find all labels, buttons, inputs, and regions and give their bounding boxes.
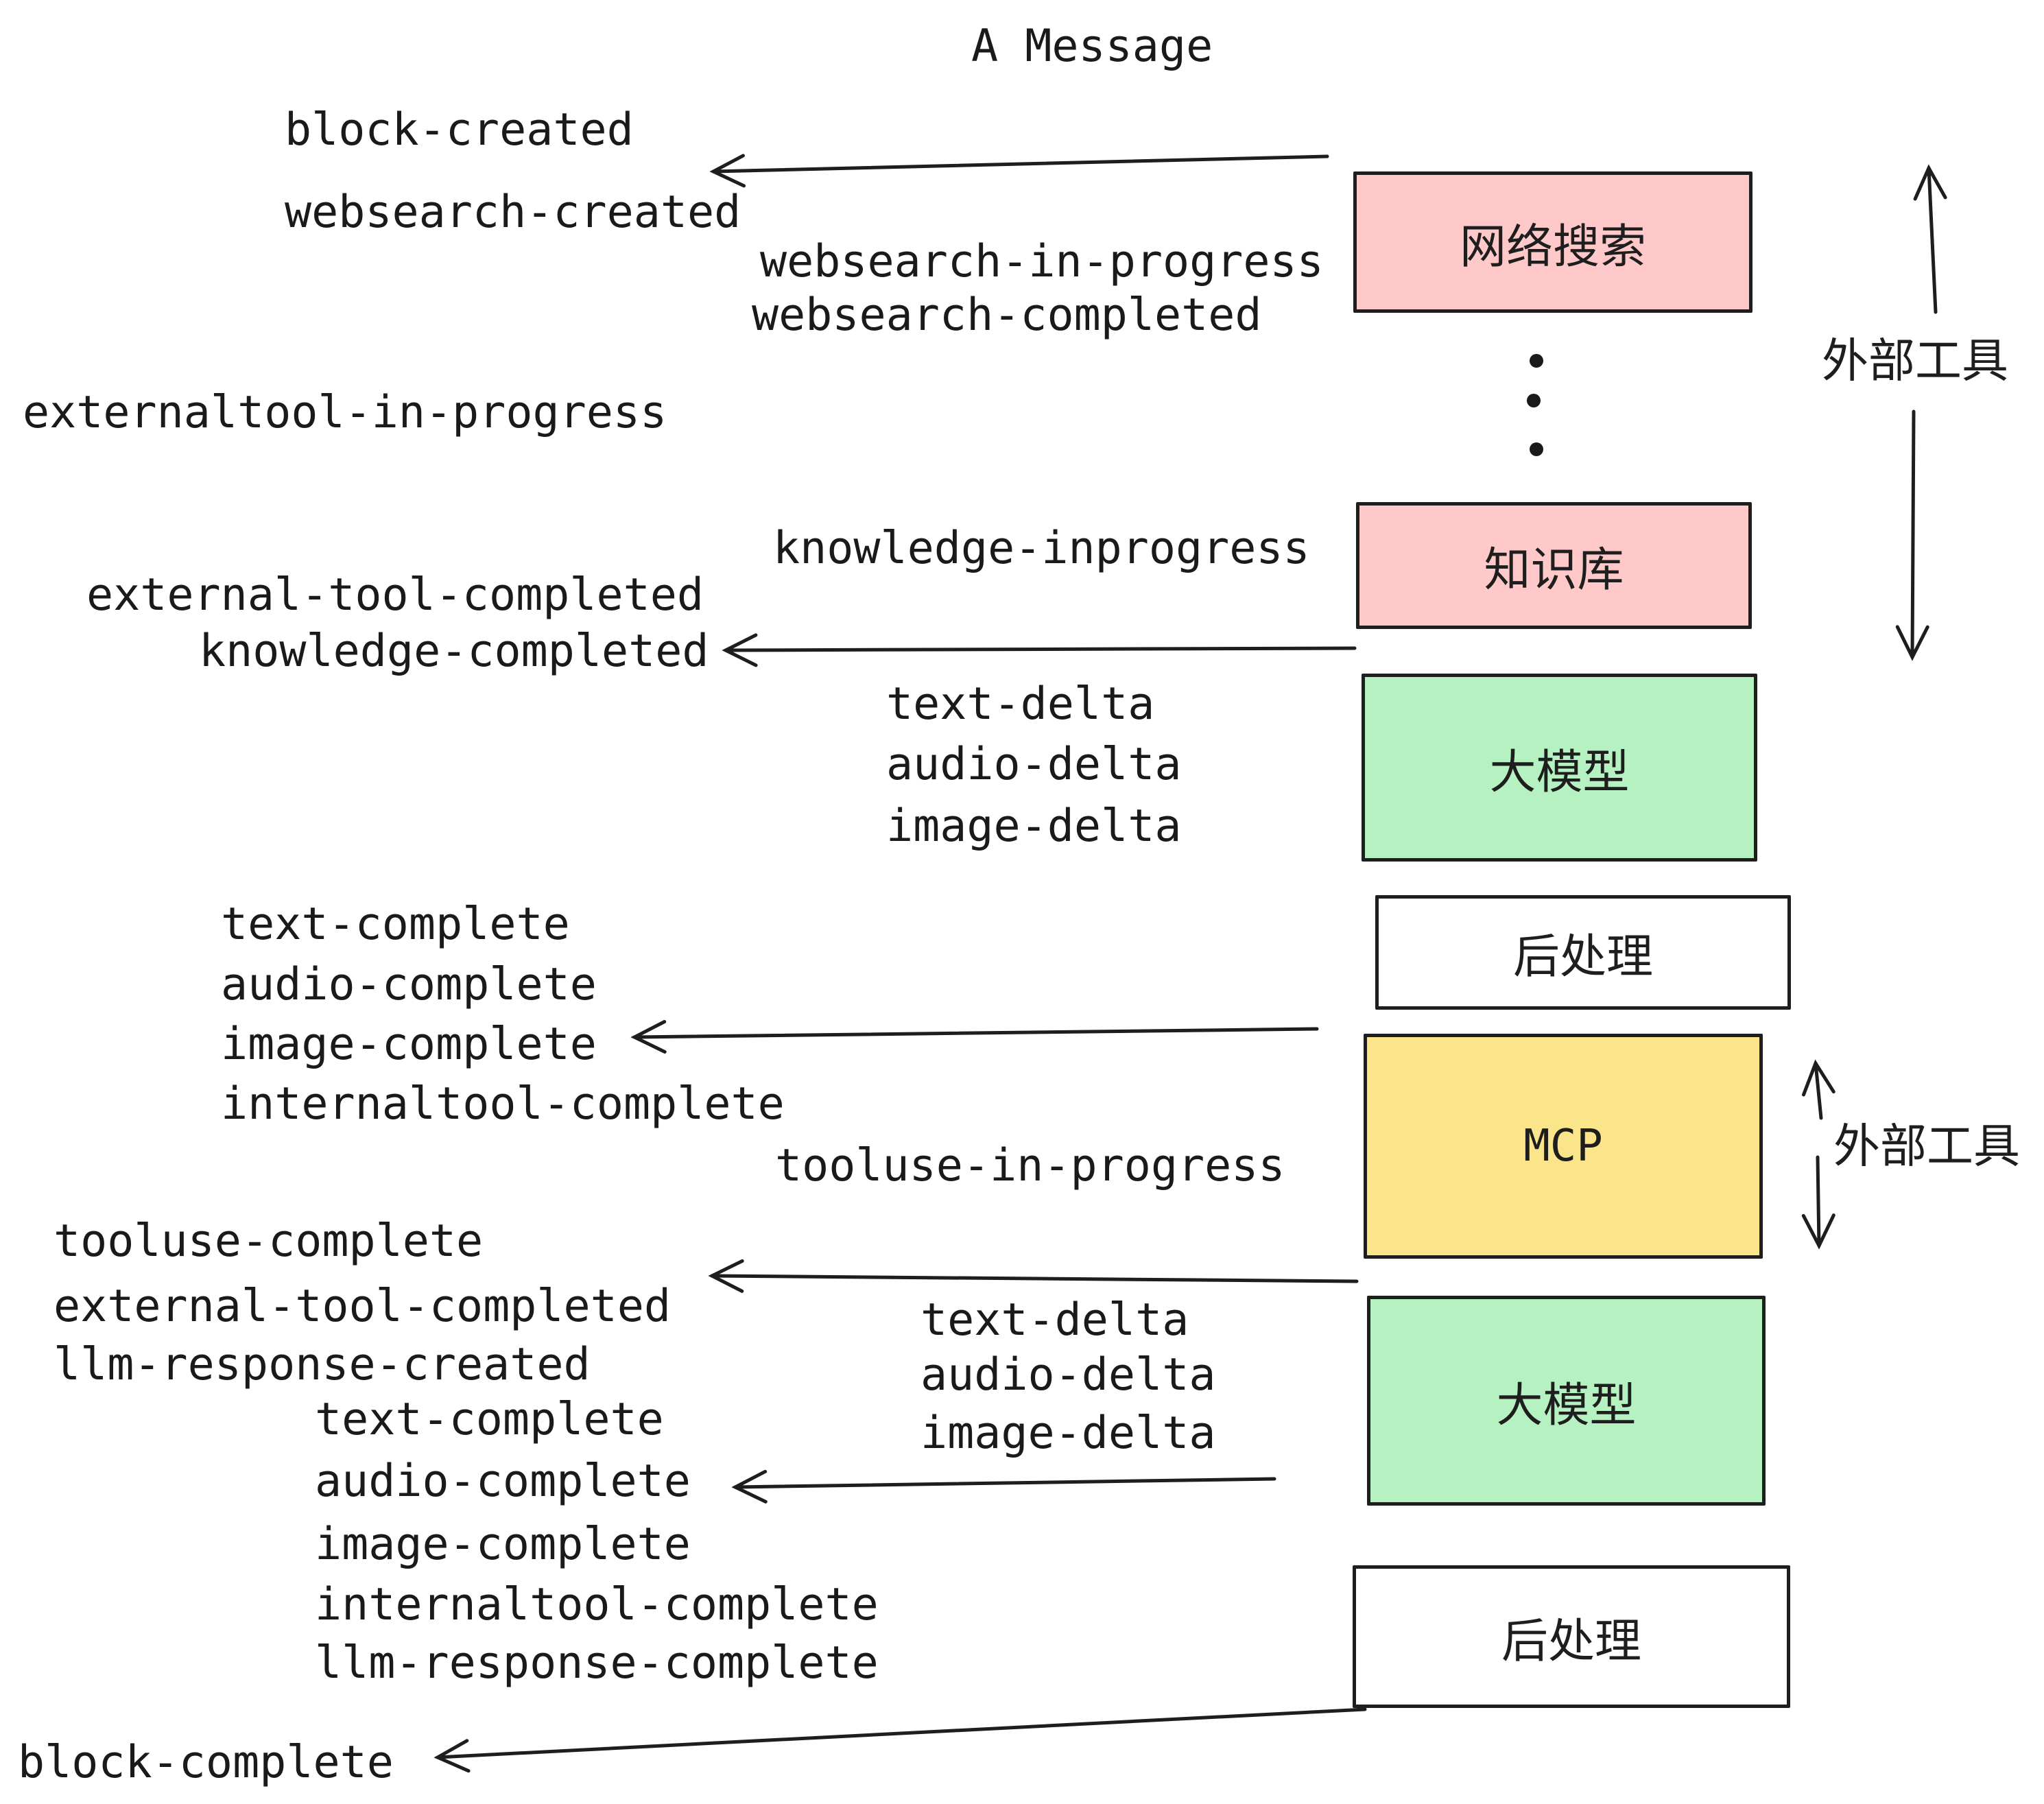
- event-audio-complete-1: audio-complete: [221, 958, 597, 1010]
- arrow-down-external-tools-2: [1801, 1155, 1835, 1250]
- event-image-delta-2: image-delta: [920, 1407, 1216, 1459]
- event-text-delta-1: text-delta: [886, 678, 1155, 730]
- event-websearch-completed: websearch-completed: [752, 289, 1262, 341]
- event-block-complete: block-complete: [18, 1736, 394, 1788]
- node-llm-1: 大模型: [1362, 674, 1757, 862]
- node-mcp-label: MCP: [1523, 1121, 1603, 1172]
- node-knowledge-label: 知识库: [1484, 543, 1624, 597]
- event-external-tool-completed-2: external-tool-completed: [54, 1280, 672, 1332]
- event-externaltool-in-progress: externaltool-in-progress: [23, 386, 667, 438]
- event-image-complete-1: image-complete: [221, 1018, 597, 1070]
- event-websearch-in-progress: websearch-in-progress: [760, 235, 1324, 287]
- event-audio-complete-2: audio-complete: [315, 1455, 691, 1507]
- node-websearch: 网络搜索: [1353, 171, 1752, 313]
- node-postprocess-2: 后处理: [1353, 1565, 1790, 1708]
- node-knowledge: 知识库: [1356, 502, 1752, 629]
- arrow-down-external-tools-1: [1895, 410, 1929, 661]
- node-llm-2-label: 大模型: [1496, 1378, 1637, 1433]
- event-text-complete-1: text-complete: [221, 898, 570, 950]
- event-block-created: block-created: [285, 104, 634, 156]
- event-image-complete-2: image-complete: [315, 1518, 691, 1570]
- arrow-knowledge-completed: [722, 633, 1357, 667]
- node-websearch-label: 网络搜索: [1459, 219, 1646, 274]
- arrow-audio-complete: [731, 1469, 1276, 1504]
- arrow-block-created: [709, 154, 1329, 188]
- event-tooluse-complete: tooluse-complete: [54, 1215, 484, 1267]
- external-tools-annotation-2: 外部工具: [1833, 1119, 2021, 1174]
- node-mcp: MCP: [1364, 1034, 1763, 1259]
- event-internaltool-complete-1: internaltool-complete: [221, 1078, 785, 1130]
- arrow-image-complete: [630, 1019, 1319, 1054]
- event-knowledge-inprogress: knowledge-inprogress: [773, 522, 1310, 574]
- event-external-tool-completed-1: external-tool-completed: [86, 569, 704, 621]
- arrow-tooluse-complete: [708, 1259, 1359, 1293]
- arrow-up-external-tools-1: [1913, 164, 1947, 314]
- event-tooluse-in-progress: tooluse-in-progress: [775, 1139, 1285, 1191]
- node-postprocess-1-label: 后处理: [1512, 930, 1653, 984]
- node-llm-1-label: 大模型: [1489, 745, 1630, 800]
- event-text-delta-2: text-delta: [920, 1294, 1189, 1346]
- event-image-delta-1: image-delta: [886, 800, 1182, 852]
- arrow-up-external-tools-2: [1801, 1059, 1835, 1120]
- arrow-block-complete: [433, 1707, 1367, 1773]
- event-llm-response-complete: llm-response-complete: [315, 1637, 879, 1689]
- node-postprocess-2-label: 后处理: [1501, 1614, 1641, 1669]
- event-internaltool-complete-2: internaltool-complete: [315, 1578, 879, 1630]
- ellipsis-dots-icon: [1527, 354, 1543, 456]
- event-audio-delta-2: audio-delta: [920, 1349, 1216, 1401]
- event-llm-response-created: llm-response-created: [54, 1338, 591, 1390]
- event-websearch-created: websearch-created: [285, 186, 741, 238]
- event-knowledge-completed: knowledge-completed: [199, 625, 709, 677]
- event-audio-delta-1: audio-delta: [886, 738, 1182, 790]
- node-postprocess-1: 后处理: [1375, 895, 1791, 1010]
- diagram-title: A Message: [971, 20, 1213, 72]
- node-llm-2: 大模型: [1367, 1296, 1766, 1506]
- external-tools-annotation-1: 外部工具: [1822, 334, 2009, 389]
- event-text-complete-2: text-complete: [315, 1393, 664, 1445]
